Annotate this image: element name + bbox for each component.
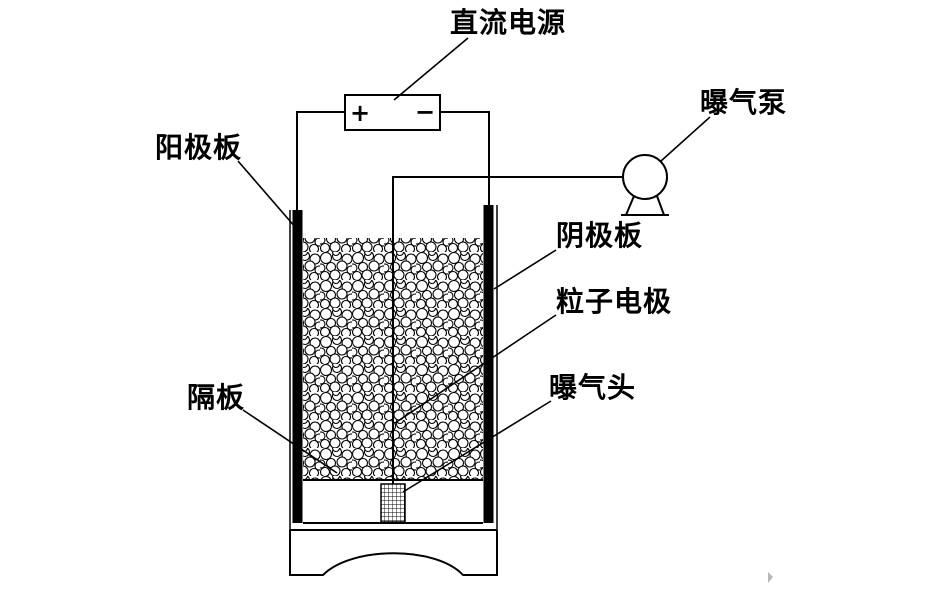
battery-minus-sign: − xyxy=(415,98,435,126)
label-dc-power-supply: 直流电源 xyxy=(450,6,567,39)
battery-plus-sign: + xyxy=(350,99,370,127)
leader-cathode xyxy=(493,249,557,290)
leader-particle xyxy=(394,314,557,424)
pump-stand xyxy=(621,195,669,216)
aeration-pipe xyxy=(392,176,623,484)
leader-pump xyxy=(660,116,711,162)
dc-power-supply-box xyxy=(344,94,441,131)
stray-mark xyxy=(768,572,773,583)
wire-left xyxy=(296,111,345,210)
aeration-system xyxy=(380,154,669,523)
label-particle-electrode: 粒子电极 xyxy=(556,285,673,318)
aeration-head-box xyxy=(380,483,406,523)
cathode-plate-bar xyxy=(483,205,494,523)
base-stand xyxy=(289,530,498,576)
anode-plate-bar xyxy=(292,210,303,523)
leader-anode xyxy=(237,160,297,229)
leader-aerator xyxy=(402,400,552,493)
label-aeration-pump: 曝气泵 xyxy=(700,86,788,119)
leader-baffle xyxy=(242,409,338,474)
aeration-pump-icon xyxy=(622,154,668,200)
label-baffle-plate: 隔板 xyxy=(187,381,246,414)
label-aeration-head: 曝气头 xyxy=(549,371,637,404)
label-anode-plate: 阳极板 xyxy=(155,131,243,164)
leader-lines xyxy=(237,37,711,493)
power-circuit: + − xyxy=(296,94,490,210)
leader-power xyxy=(393,37,469,101)
label-cathode-plate: 阴极板 xyxy=(556,219,644,252)
wire-right xyxy=(440,111,490,205)
